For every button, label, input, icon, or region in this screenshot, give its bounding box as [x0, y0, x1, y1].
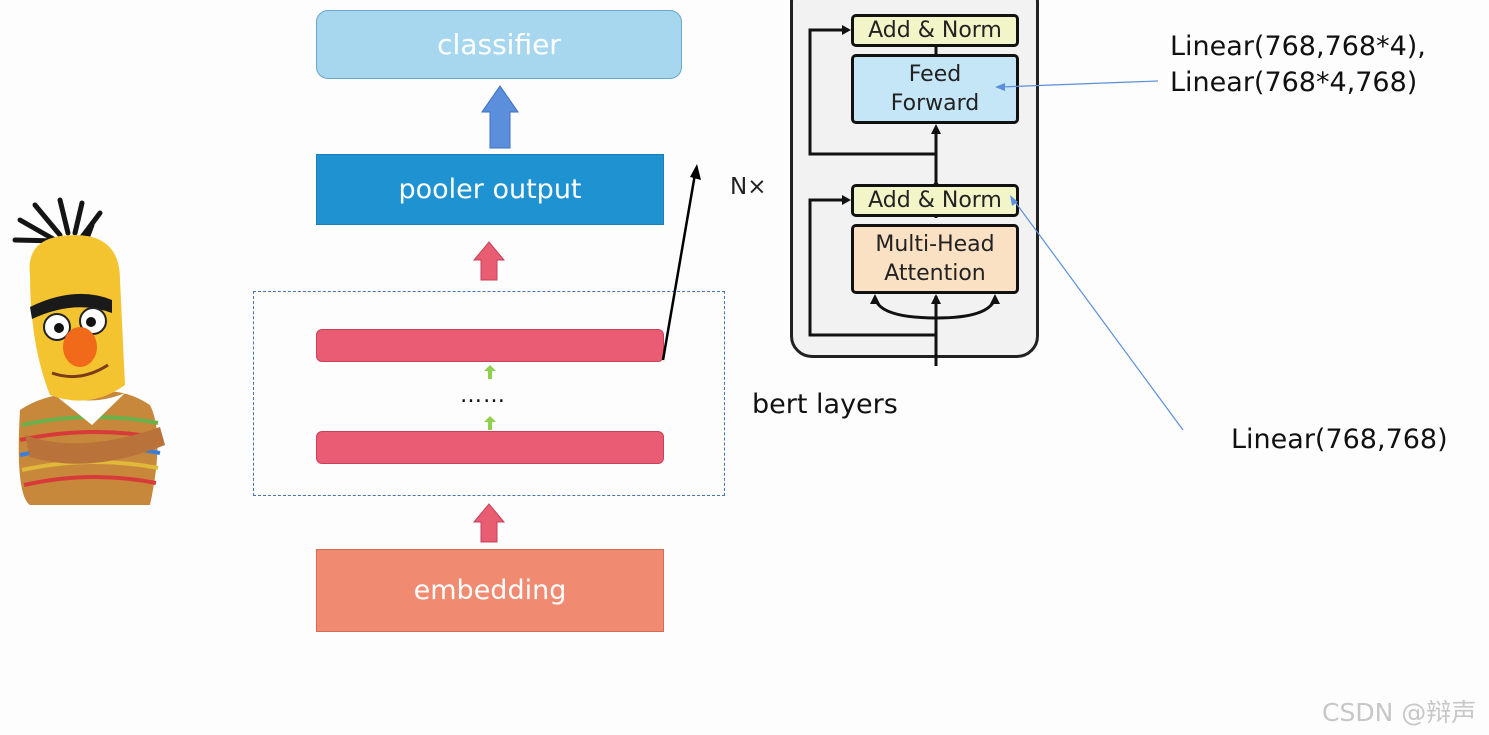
mha-line1: Multi-Head: [875, 232, 995, 257]
up-arrow-blue-icon: [481, 85, 519, 149]
up-arrow-red-icon: [472, 241, 506, 281]
feed-forward-annotation-line2: Linear(768*4,768): [1170, 67, 1418, 98]
embedding-box: embedding: [316, 549, 664, 632]
bert-layer-bottom: [316, 431, 664, 464]
multi-head-attention-box: Multi-Head Attention: [851, 224, 1019, 294]
bert-layers-group: [253, 291, 725, 496]
feed-forward-line2: Forward: [890, 91, 980, 116]
small-up-arrow-green-icon: [484, 365, 496, 379]
feed-forward-annotation: Linear(768,768*4), Linear(768*4,768): [1170, 29, 1426, 101]
add-norm-top-box: Add & Norm: [851, 14, 1019, 47]
bert-layer-top: [316, 329, 664, 362]
bert-character-icon: [12, 197, 165, 505]
layer-detail-arrow: [661, 164, 701, 361]
pooler-output-box: pooler output: [316, 154, 664, 225]
up-arrow-red-icon: [472, 503, 506, 543]
feed-forward-line1: Feed: [908, 62, 962, 87]
layer-ellipsis: ……: [460, 383, 506, 408]
feed-forward-annotation-line1: Linear(768,768*4),: [1170, 31, 1426, 62]
bert-layers-label: bert layers: [752, 389, 898, 420]
small-up-arrow-green-icon: [484, 416, 496, 430]
feed-forward-box: Feed Forward: [851, 54, 1019, 124]
mha-line2: Attention: [884, 261, 986, 286]
watermark: CSDN @辩声: [1322, 698, 1477, 727]
classifier-box: classifier: [316, 10, 682, 79]
add-norm-bottom-box: Add & Norm: [851, 184, 1019, 217]
repeat-label: N×: [730, 174, 767, 200]
attention-annotation: Linear(768,768): [1231, 424, 1448, 455]
